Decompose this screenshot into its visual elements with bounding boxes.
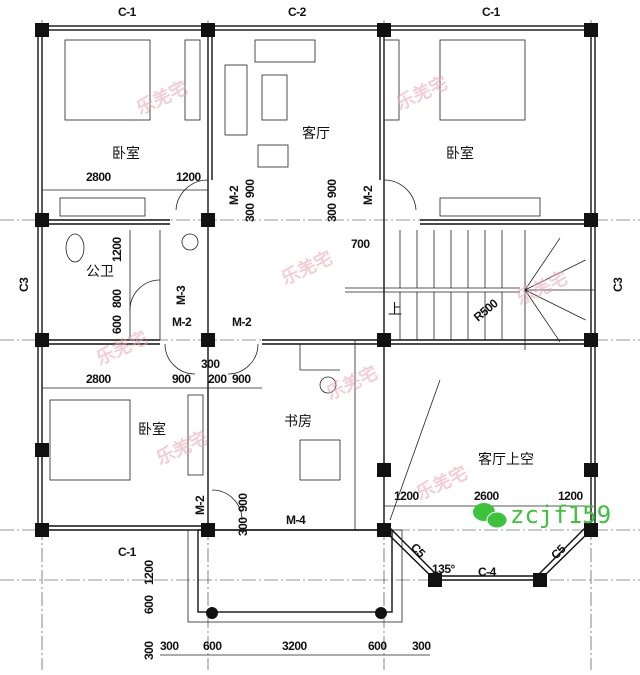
svg-text:C3: C3 [611,277,625,292]
svg-text:600: 600 [368,639,387,653]
svg-text:300: 300 [160,639,179,653]
svg-text:900: 900 [236,493,250,512]
stair-tread [524,237,561,291]
svg-text:300: 300 [243,203,257,222]
door-labels: M-2 M-2 M-3 M-2 M-2 M-2 M-4 [172,185,375,527]
svg-text:1200: 1200 [110,236,124,262]
svg-text:乐羌宅: 乐羌宅 [393,72,451,115]
svg-text:卧室: 卧室 [446,145,474,162]
svg-text:M-2: M-2 [232,315,252,329]
svg-text:客厅: 客厅 [302,125,330,142]
svg-text:C3: C3 [17,277,31,292]
svg-text:乐羌宅: 乐羌宅 [413,462,471,505]
svg-text:M-2: M-2 [193,495,207,515]
svg-text:C5: C5 [408,540,429,561]
svg-text:900: 900 [172,372,191,386]
svg-text:900: 900 [243,179,257,198]
svg-text:2600: 2600 [474,489,500,503]
svg-text:600: 600 [203,639,222,653]
svg-text:300: 300 [142,641,156,660]
desk-icon [59,197,146,217]
svg-text:C-4: C-4 [478,565,497,579]
svg-text:200: 200 [208,372,227,386]
stair-tread [524,289,586,321]
svg-text:3200: 3200 [282,639,308,653]
svg-text:乐羌宅: 乐羌宅 [278,247,336,290]
svg-text:700: 700 [351,237,370,251]
svg-text:2800: 2800 [86,372,112,386]
coffee-table-icon [261,74,288,121]
svg-text:C-1: C-1 [118,545,137,559]
svg-text:M-4: M-4 [286,513,306,527]
svg-text:R500: R500 [471,296,501,324]
svg-text:1200: 1200 [394,489,420,503]
axis-lines [0,20,640,670]
svg-text:C-2: C-2 [288,5,307,19]
svg-text:300: 300 [236,517,250,536]
svg-text:M-3: M-3 [174,285,188,305]
svg-text:乐羌宅: 乐羌宅 [323,362,381,405]
chair-icon [319,376,337,394]
wardrobe-icon [383,39,400,121]
wardrobe-icon [184,39,201,121]
svg-text:600: 600 [110,315,124,334]
wechat-id: zcjf159 [510,501,611,529]
svg-text:公卫: 公卫 [86,264,114,280]
svg-text:M-2: M-2 [172,315,192,329]
sofa-icon [254,39,316,63]
svg-text:M-2: M-2 [227,185,241,205]
sink-icon [181,233,199,251]
svg-text:2800: 2800 [86,170,112,184]
svg-text:1200: 1200 [558,489,584,503]
wardrobe-icon [187,394,204,476]
svg-text:C5: C5 [548,541,569,562]
desk-icon [439,197,541,217]
toilet-icon [65,233,85,263]
svg-text:900: 900 [325,179,339,198]
svg-text:乐羌宅: 乐羌宅 [513,267,571,310]
room-labels: 卧室 客厅 卧室 公卫 卧室 书房 客厅上空 上 [86,125,534,468]
door-swings [129,179,441,521]
svg-text:800: 800 [110,289,124,308]
svg-text:上: 上 [388,302,402,318]
svg-text:300: 300 [412,639,431,653]
armchair-icon [257,144,289,168]
svg-text:C-1: C-1 [118,5,137,19]
svg-text:乐羌宅: 乐羌宅 [133,77,191,120]
svg-text:卧室: 卧室 [112,145,140,162]
stair-tread [524,289,561,343]
svg-text:300: 300 [201,357,220,371]
svg-text:卧室: 卧室 [138,421,166,438]
sofa-icon [224,64,248,136]
porch [187,529,403,623]
svg-text:900: 900 [232,372,251,386]
wechat-icon [473,503,508,529]
bed-icon [439,39,526,121]
svg-text:1200: 1200 [176,170,202,184]
svg-text:300: 300 [325,203,339,222]
chair-icon [299,439,341,481]
svg-text:M-2: M-2 [361,185,375,205]
dimension-labels: 2800 1200 900 300 300 900 1200 800 600 7… [42,170,591,660]
bed-icon [49,399,131,481]
svg-text:C-1: C-1 [482,5,501,19]
stair-tread [524,259,586,291]
svg-text:客厅上空: 客厅上空 [478,451,534,468]
staircase [345,230,595,350]
furniture [49,39,541,481]
bed-icon [64,39,151,121]
svg-text:135°: 135° [432,562,456,576]
svg-text:600: 600 [142,595,156,614]
structural-columns [35,23,598,587]
svg-text:1200: 1200 [142,559,156,585]
svg-text:书房: 书房 [284,414,312,430]
